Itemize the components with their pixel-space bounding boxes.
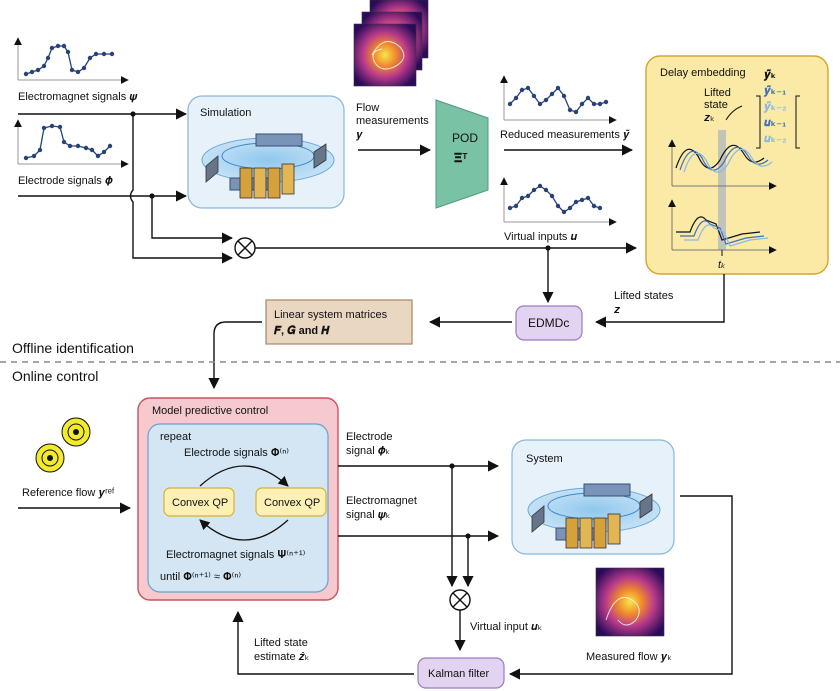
reference-flow-label: Reference flow 𝒚ʳᵉᶠ (22, 487, 115, 499)
simulation-box: Simulation (187, 95, 345, 209)
reduced-measurements-label: Reduced measurements 𝒚̃ (500, 129, 630, 141)
pod-block: POD 𝚵ᵀ (435, 99, 489, 209)
electromagnet-signals-label: Electromagnet signals 𝝍 (18, 91, 138, 103)
mpc-until: until 𝚽⁽ⁿ⁺¹⁾ ≈ 𝚽⁽ⁿ⁾ (160, 571, 241, 583)
lifted-estimate-line2: estimate 𝒛̂ₖ (254, 651, 309, 663)
electromagnet-signal-plot (14, 37, 129, 84)
mpc-repeat: repeat (160, 431, 191, 443)
measured-flow-image (595, 567, 665, 637)
edmdc-block: EDMDc (515, 305, 583, 341)
virtual-inputs-label: Virtual inputs 𝒖 (504, 231, 577, 243)
lifted-estimate-line1: Lifted state (254, 637, 308, 649)
electrode-signal-plot (14, 119, 129, 168)
flow-measurements-line1: Flow (356, 102, 379, 114)
delay-vector-4: 𝒖ₖ₋₂ (764, 133, 787, 145)
electrode-signal-line2: signal 𝝓ₖ (346, 445, 390, 457)
electromagnet-signal-line1: Electromagnet (346, 495, 417, 507)
mpc-title: Model predictive control (152, 405, 268, 417)
multiply-node-offline (234, 237, 256, 259)
delay-vector-2: 𝒚̃ₖ₋₂ (763, 100, 787, 113)
system-to-kalman-arrow (508, 495, 733, 680)
kalman-filter-label: Kalman filter (428, 668, 489, 680)
kalman-filter-block: Kalman filter (417, 657, 505, 689)
electromagnet-signal-line2: signal 𝝍ₖ (346, 509, 391, 521)
flow-measurements-symbol: 𝒚 (356, 129, 363, 141)
electrode-signals-label: Electrode signals 𝝓 (18, 175, 113, 187)
qp-left-block (163, 487, 235, 517)
lifted-state-line1: Lifted (704, 87, 731, 99)
delay-vector-3: 𝒖ₖ₋₁ (764, 117, 787, 129)
qp-right-block (255, 487, 327, 517)
lifted-states-line1: Lifted states (614, 290, 674, 302)
lifted-state-symbol: 𝒛ₖ (704, 112, 715, 124)
lifted-state-line2: state (704, 99, 728, 111)
delay-embedding-box: Delay embedding Lifted state 𝒛ₖ 𝒚̃ₖ 𝒚̃ₖ₋… (645, 55, 829, 275)
linear-system-block: Linear system matrices 𝑭, 𝑮 and 𝑯 (265, 299, 413, 345)
pod-title: POD (452, 131, 478, 145)
linsys-line1: Linear system matrices (274, 309, 388, 321)
reduced-measurements-plot (500, 75, 617, 124)
mpc-electromagnet-iter: Electromagnet signals 𝚿⁽ⁿ⁺¹⁾ (166, 549, 306, 561)
kalman-to-mpc-arrow (232, 610, 414, 675)
mpc-box: Model predictive control repeat Electrod… (137, 397, 339, 601)
virtual-inputs-plot (500, 177, 617, 226)
multiply-node-online (449, 589, 471, 611)
qp-right-label: Convex QP (264, 497, 320, 509)
measured-flow-label: Measured flow 𝒚ₖ (586, 651, 672, 663)
linsys-to-mpc-arrow (208, 321, 262, 390)
linsys-line2: 𝑭, 𝑮 and 𝑯 (273, 325, 330, 337)
delay-to-edmdc-arrow (594, 274, 725, 328)
pod-symbol: 𝚵ᵀ (454, 151, 467, 165)
offline-section-label: Offline identification (12, 340, 134, 356)
delay-vector-0: 𝒚̃ₖ (763, 68, 776, 81)
mpc-electrode-iter: Electrode signals 𝚽⁽ⁿ⁾ (184, 447, 289, 459)
lifted-states-symbol: 𝒛 (614, 304, 621, 316)
qp-left-label: Convex QP (172, 497, 228, 509)
edmdc-label: EDMDc (528, 316, 569, 330)
reference-flow-icon (35, 417, 91, 473)
system-box: System (511, 439, 675, 555)
online-section-label: Online control (12, 368, 98, 384)
system-title: System (526, 453, 563, 465)
flow-snapshots (353, 0, 429, 87)
delay-vector-1: 𝒚̃ₖ₋₁ (763, 84, 787, 97)
tk-label: tₖ (718, 259, 726, 271)
simulation-title: Simulation (200, 107, 251, 119)
flow-measurements-line2: measurements (356, 115, 429, 127)
virtual-input-label: Virtual input 𝒖ₖ (470, 621, 542, 633)
delay-embedding-title: Delay embedding (660, 67, 746, 79)
electrode-signal-line1: Electrode (346, 431, 392, 443)
